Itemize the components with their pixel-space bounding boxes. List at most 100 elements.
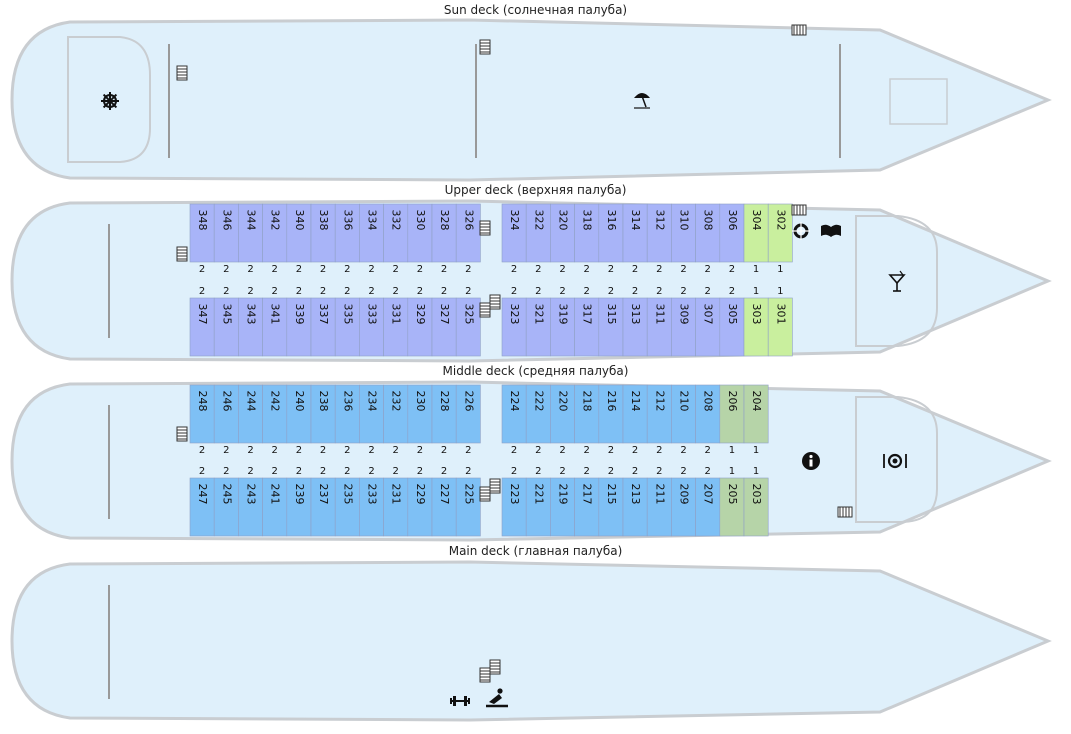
cabin-block[interactable] xyxy=(262,297,288,357)
cabin-block[interactable] xyxy=(622,477,648,537)
cabin-344[interactable]: 344 xyxy=(238,203,263,263)
cabin-248[interactable]: 248 xyxy=(189,384,215,444)
cabin-block[interactable] xyxy=(213,477,239,537)
cabin-block[interactable] xyxy=(262,203,288,263)
cabin-block[interactable] xyxy=(743,384,769,444)
cabin-block[interactable] xyxy=(646,203,672,263)
cabin-block[interactable] xyxy=(525,297,551,357)
cabin-block[interactable] xyxy=(286,297,312,357)
cabin-block[interactable] xyxy=(671,477,696,537)
cabin-305[interactable]: 305 xyxy=(719,297,745,357)
cabin-331[interactable]: 331 xyxy=(383,297,409,357)
cabin-347[interactable]: 347 xyxy=(189,297,215,357)
cabin-316[interactable]: 316 xyxy=(598,203,624,263)
cabin-block[interactable] xyxy=(238,203,263,263)
cabin-208[interactable]: 208 xyxy=(695,384,721,444)
cabin-238[interactable]: 238 xyxy=(310,384,336,444)
cabin-block[interactable] xyxy=(455,203,481,263)
cabin-325[interactable]: 325 xyxy=(455,297,481,357)
cabin-338[interactable]: 338 xyxy=(310,203,336,263)
cabin-329[interactable]: 329 xyxy=(407,297,433,357)
cabin-320[interactable]: 320 xyxy=(550,203,575,263)
cabin-336[interactable]: 336 xyxy=(334,203,360,263)
cabin-block[interactable] xyxy=(286,203,312,263)
cabin-219[interactable]: 219 xyxy=(550,477,575,537)
cabin-block[interactable] xyxy=(695,297,721,357)
cabin-328[interactable]: 328 xyxy=(431,203,457,263)
cabin-327[interactable]: 327 xyxy=(431,297,457,357)
cabin-216[interactable]: 216 xyxy=(598,384,624,444)
cabin-228[interactable]: 228 xyxy=(431,384,457,444)
cabin-231[interactable]: 231 xyxy=(383,477,409,537)
cabin-block[interactable] xyxy=(213,297,239,357)
cabin-246[interactable]: 246 xyxy=(213,384,239,444)
cabin-block[interactable] xyxy=(501,384,527,444)
cabin-241[interactable]: 241 xyxy=(262,477,288,537)
cabin-block[interactable] xyxy=(286,477,312,537)
cabin-303[interactable]: 303 xyxy=(743,297,769,357)
cabin-block[interactable] xyxy=(743,477,769,537)
cabin-324[interactable]: 324 xyxy=(501,203,527,263)
cabin-block[interactable] xyxy=(455,297,481,357)
cabin-314[interactable]: 314 xyxy=(622,203,648,263)
cabin-block[interactable] xyxy=(238,477,263,537)
cabin-332[interactable]: 332 xyxy=(383,203,409,263)
cabin-block[interactable] xyxy=(767,203,793,263)
cabin-block[interactable] xyxy=(359,477,384,537)
cabin-339[interactable]: 339 xyxy=(286,297,312,357)
cabin-210[interactable]: 210 xyxy=(671,384,696,444)
cabin-213[interactable]: 213 xyxy=(622,477,648,537)
cabin-block[interactable] xyxy=(525,477,551,537)
cabin-block[interactable] xyxy=(743,297,769,357)
cabin-214[interactable]: 214 xyxy=(622,384,648,444)
cabin-block[interactable] xyxy=(719,384,745,444)
cabin-block[interactable] xyxy=(383,384,409,444)
cabin-304[interactable]: 304 xyxy=(743,203,769,263)
cabin-211[interactable]: 211 xyxy=(646,477,672,537)
cabin-310[interactable]: 310 xyxy=(671,203,696,263)
cabin-block[interactable] xyxy=(550,477,575,537)
cabin-348[interactable]: 348 xyxy=(189,203,215,263)
cabin-222[interactable]: 222 xyxy=(525,384,551,444)
cabin-319[interactable]: 319 xyxy=(550,297,575,357)
cabin-229[interactable]: 229 xyxy=(407,477,433,537)
cabin-block[interactable] xyxy=(262,477,288,537)
cabin-341[interactable]: 341 xyxy=(262,297,288,357)
cabin-309[interactable]: 309 xyxy=(671,297,696,357)
cabin-308[interactable]: 308 xyxy=(695,203,721,263)
cabin-block[interactable] xyxy=(383,203,409,263)
cabin-block[interactable] xyxy=(525,203,551,263)
cabin-block[interactable] xyxy=(310,477,336,537)
cabin-block[interactable] xyxy=(431,297,457,357)
cabin-block[interactable] xyxy=(286,384,312,444)
cabin-230[interactable]: 230 xyxy=(407,384,433,444)
cabin-block[interactable] xyxy=(262,384,288,444)
cabin-212[interactable]: 212 xyxy=(646,384,672,444)
cabin-335[interactable]: 335 xyxy=(334,297,360,357)
cabin-block[interactable] xyxy=(238,384,263,444)
cabin-224[interactable]: 224 xyxy=(501,384,527,444)
cabin-340[interactable]: 340 xyxy=(286,203,312,263)
cabin-block[interactable] xyxy=(189,477,215,537)
cabin-321[interactable]: 321 xyxy=(525,297,551,357)
cabin-234[interactable]: 234 xyxy=(359,384,384,444)
cabin-block[interactable] xyxy=(189,297,215,357)
cabin-318[interactable]: 318 xyxy=(574,203,600,263)
cabin-237[interactable]: 237 xyxy=(310,477,336,537)
cabin-317[interactable]: 317 xyxy=(574,297,600,357)
cabin-block[interactable] xyxy=(334,477,360,537)
cabin-312[interactable]: 312 xyxy=(646,203,672,263)
cabin-306[interactable]: 306 xyxy=(719,203,745,263)
cabin-215[interactable]: 215 xyxy=(598,477,624,537)
cabin-block[interactable] xyxy=(334,297,360,357)
cabin-334[interactable]: 334 xyxy=(359,203,384,263)
cabin-247[interactable]: 247 xyxy=(189,477,215,537)
cabin-block[interactable] xyxy=(719,203,745,263)
cabin-301[interactable]: 301 xyxy=(767,297,793,357)
cabin-block[interactable] xyxy=(550,384,575,444)
cabin-block[interactable] xyxy=(455,477,481,537)
cabin-block[interactable] xyxy=(646,297,672,357)
cabin-330[interactable]: 330 xyxy=(407,203,433,263)
cabin-232[interactable]: 232 xyxy=(383,384,409,444)
cabin-block[interactable] xyxy=(334,384,360,444)
